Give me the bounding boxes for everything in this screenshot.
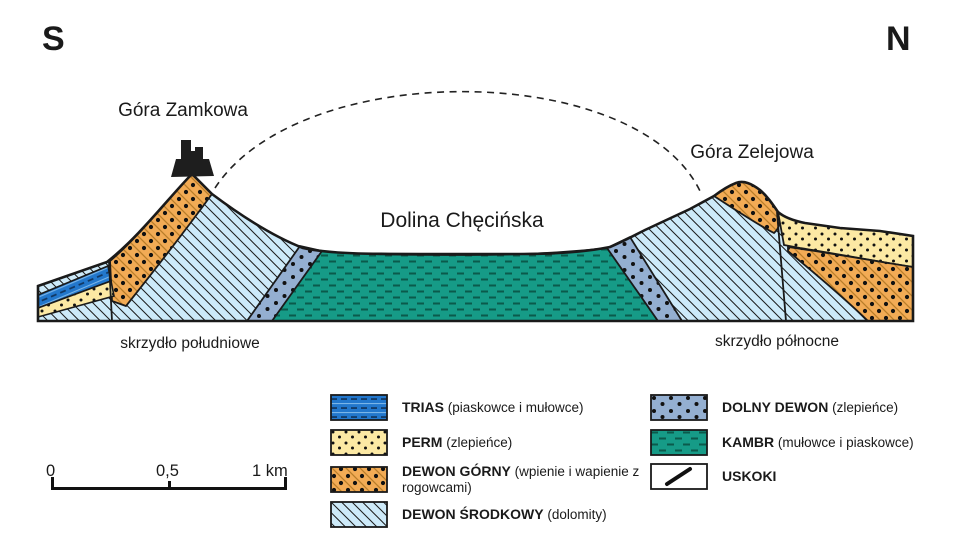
compass-south: S [42,20,65,58]
label-dolina-checinska: Dolina Chęcińska [380,209,544,232]
dewon-gorny-swatch [330,466,388,493]
trias-swatch [330,394,388,421]
legend-label: KAMBR (mułowce i piaskowce) [722,434,914,451]
castle-silhouette-icon [171,140,214,177]
label-skrzydlo-poludniowe: skrzydło południowe [120,335,260,352]
legend-item-kambr: KAMBR (mułowce i piaskowce) [650,429,960,456]
fault-north [776,211,787,322]
legend-label: TRIAS (piaskowce i mułowce) [402,399,584,416]
legend-label: PERM (zlepieńce) [402,434,513,451]
scale-tick-05 [168,481,171,490]
section-outline [36,172,915,323]
scale-tick-0 [51,477,55,490]
label-gora-zamkowa: Góra Zamkowa [118,100,248,121]
label-skrzydlo-polnocne: skrzydło północne [714,333,840,350]
fault-south [108,261,113,322]
kambr-swatch [650,429,708,456]
legend-label: DEWON ŚRODKOWY (dolomity) [402,506,607,523]
scale-label-05: 0,5 [156,462,179,480]
scale-label-1km: 1 km [252,462,288,480]
dolny-dewon-swatch [650,394,708,421]
eroded-fold-dashed-arc [214,90,701,192]
legend-item-dewon-gorny: DEWON GÓRNY (wpienie i wapienie z rogowc… [330,463,654,496]
legend-item-perm: PERM (zlepieńce) [330,429,654,456]
legend-item-dolny-dewon: DOLNY DEWON (zlepieńce) [650,394,960,421]
legend-item-trias: TRIAS (piaskowce i mułowce) [330,394,654,421]
label-gora-zelejowa: Góra Zelejowa [690,142,814,163]
legend-label: DEWON GÓRNY (wpienie i wapienie z rogowc… [402,463,640,495]
scale-label-0: 0 [46,462,56,480]
legend-item-dewon-srodkowy: DEWON ŚRODKOWY (dolomity) [330,501,654,528]
legend-label: USKOKI [722,468,777,485]
scale-tick-1km [284,477,288,490]
uskoki-fault-swatch [650,463,708,490]
perm-swatch [330,429,388,456]
layer-dewon-srodkowy [38,174,913,321]
layer-kambr [269,247,660,322]
compass-north: N [886,20,911,58]
legend-item-uskoki: USKOKI [650,463,960,490]
legend-label: DOLNY DEWON (zlepieńce) [722,399,899,416]
dewon-srodkowy-swatch [330,501,388,528]
